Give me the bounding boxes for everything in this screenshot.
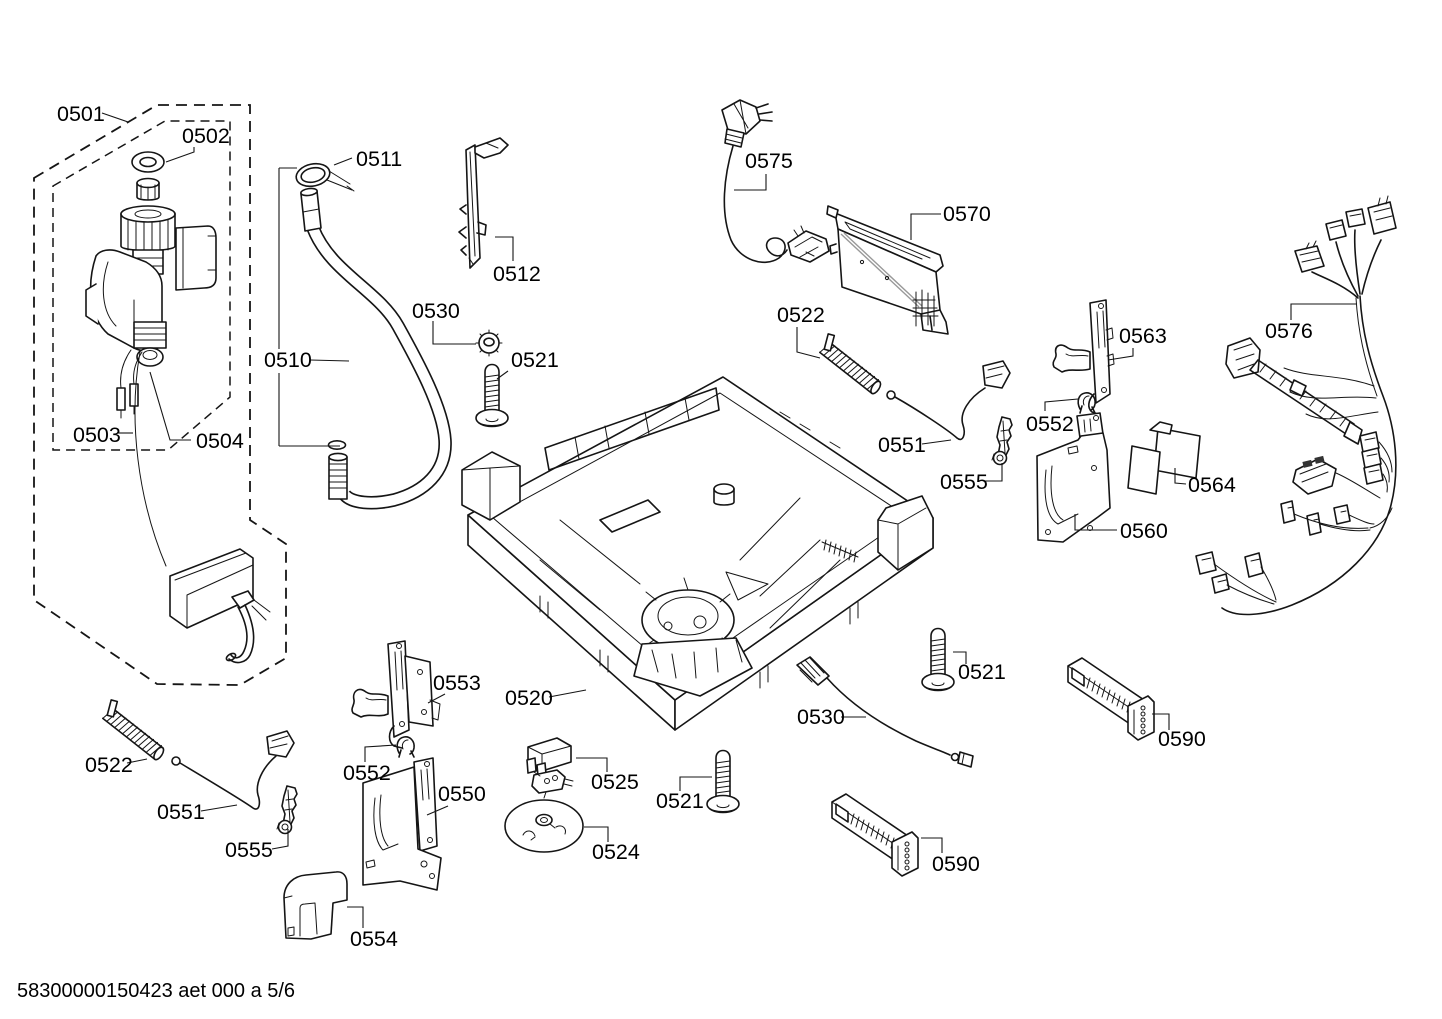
terminal-block-0564-drawing xyxy=(1127,421,1201,495)
leader-lines xyxy=(101,112,1357,928)
part-label-0524: 0524 xyxy=(592,840,640,864)
latch-0555-right xyxy=(991,416,1013,466)
bracket-0563-drawing xyxy=(1052,299,1115,416)
screw-0521-top xyxy=(475,363,509,428)
wiring-harness-drawing xyxy=(1195,195,1397,616)
part-label-0503: 0503 xyxy=(73,423,121,447)
part-label-0552-b: 0552 xyxy=(343,761,391,785)
base-assembly-drawing xyxy=(461,376,934,731)
part-label-0502: 0502 xyxy=(182,124,230,148)
part-label-0590-a: 0590 xyxy=(1158,727,1206,751)
part-label-0590-b: 0590 xyxy=(932,852,980,876)
inlet-hose-drawing xyxy=(300,187,452,510)
latch-0555-left xyxy=(276,785,298,835)
cable-0530-drawing xyxy=(796,656,974,768)
part-label-0570: 0570 xyxy=(943,202,991,226)
part-label-0530-a: 0530 xyxy=(412,299,460,323)
part-label-0521-a: 0521 xyxy=(511,348,559,372)
dashed-boundary-inner xyxy=(52,120,231,451)
nut-0530-drawing xyxy=(475,329,503,357)
screw-0521-bottom-center xyxy=(706,749,740,814)
hose-clamp-drawing xyxy=(295,162,355,192)
bracket-0512-drawing xyxy=(458,137,509,269)
cable-0551-right-drawing xyxy=(886,360,1011,441)
control-module-drawing xyxy=(826,205,949,335)
part-label-0511: 0511 xyxy=(356,147,402,171)
switch-0525-drawing xyxy=(526,737,574,799)
part-label-0551-b: 0551 xyxy=(157,800,205,824)
part-label-0550: 0550 xyxy=(438,782,486,806)
rail-0590-right xyxy=(1067,657,1155,741)
part-label-0530-b: 0530 xyxy=(797,705,845,729)
part-label-0501: 0501 xyxy=(57,102,105,126)
part-label-0521-b: 0521 xyxy=(958,660,1006,684)
part-label-0553: 0553 xyxy=(433,671,481,695)
part-label-0510: 0510 xyxy=(264,348,312,372)
cable-0551-left-drawing xyxy=(171,730,295,810)
dashed-boundary-outer xyxy=(33,104,287,686)
part-label-0520: 0520 xyxy=(505,686,553,710)
aquastop-valve-drawing xyxy=(85,151,217,567)
bracket-0550-drawing xyxy=(362,757,442,891)
bracket-0560-drawing xyxy=(1036,412,1111,543)
part-label-0554: 0554 xyxy=(350,927,398,951)
part-label-0560: 0560 xyxy=(1120,519,1168,543)
part-label-0552-a: 0552 xyxy=(1026,412,1074,436)
part-label-0551-a: 0551 xyxy=(878,433,926,457)
part-label-0555-a: 0555 xyxy=(940,470,988,494)
spring-0522-bottom xyxy=(96,697,174,763)
bracket-0553-drawing xyxy=(351,640,441,749)
part-label-0522-b: 0522 xyxy=(85,753,133,777)
document-number-footer: 58300000150423 aet 000 a 5/6 xyxy=(17,980,295,1002)
disc-0524-drawing xyxy=(504,799,584,853)
part-label-0576: 0576 xyxy=(1265,319,1313,343)
flow-sensor-drawing xyxy=(169,548,271,664)
screw-0521-bottom-right xyxy=(921,627,955,692)
part-label-0504: 0504 xyxy=(196,429,244,453)
power-cord-drawing xyxy=(721,99,830,264)
part-label-0575: 0575 xyxy=(745,149,793,173)
part-label-0563: 0563 xyxy=(1119,324,1167,348)
spring-0522-top xyxy=(813,331,891,397)
part-label-0512: 0512 xyxy=(493,262,541,286)
rail-0590-bottom xyxy=(831,793,919,877)
part-label-0525: 0525 xyxy=(591,770,639,794)
part-labels: 0501 0502 0511 0512 0530 0521 0510 0503 … xyxy=(57,102,1313,951)
cover-0554-drawing xyxy=(283,871,348,940)
part-label-0555-b: 0555 xyxy=(225,838,273,862)
part-label-0564: 0564 xyxy=(1188,473,1236,497)
part-label-0522-a: 0522 xyxy=(777,303,825,327)
part-label-0521-c: 0521 xyxy=(656,789,704,813)
